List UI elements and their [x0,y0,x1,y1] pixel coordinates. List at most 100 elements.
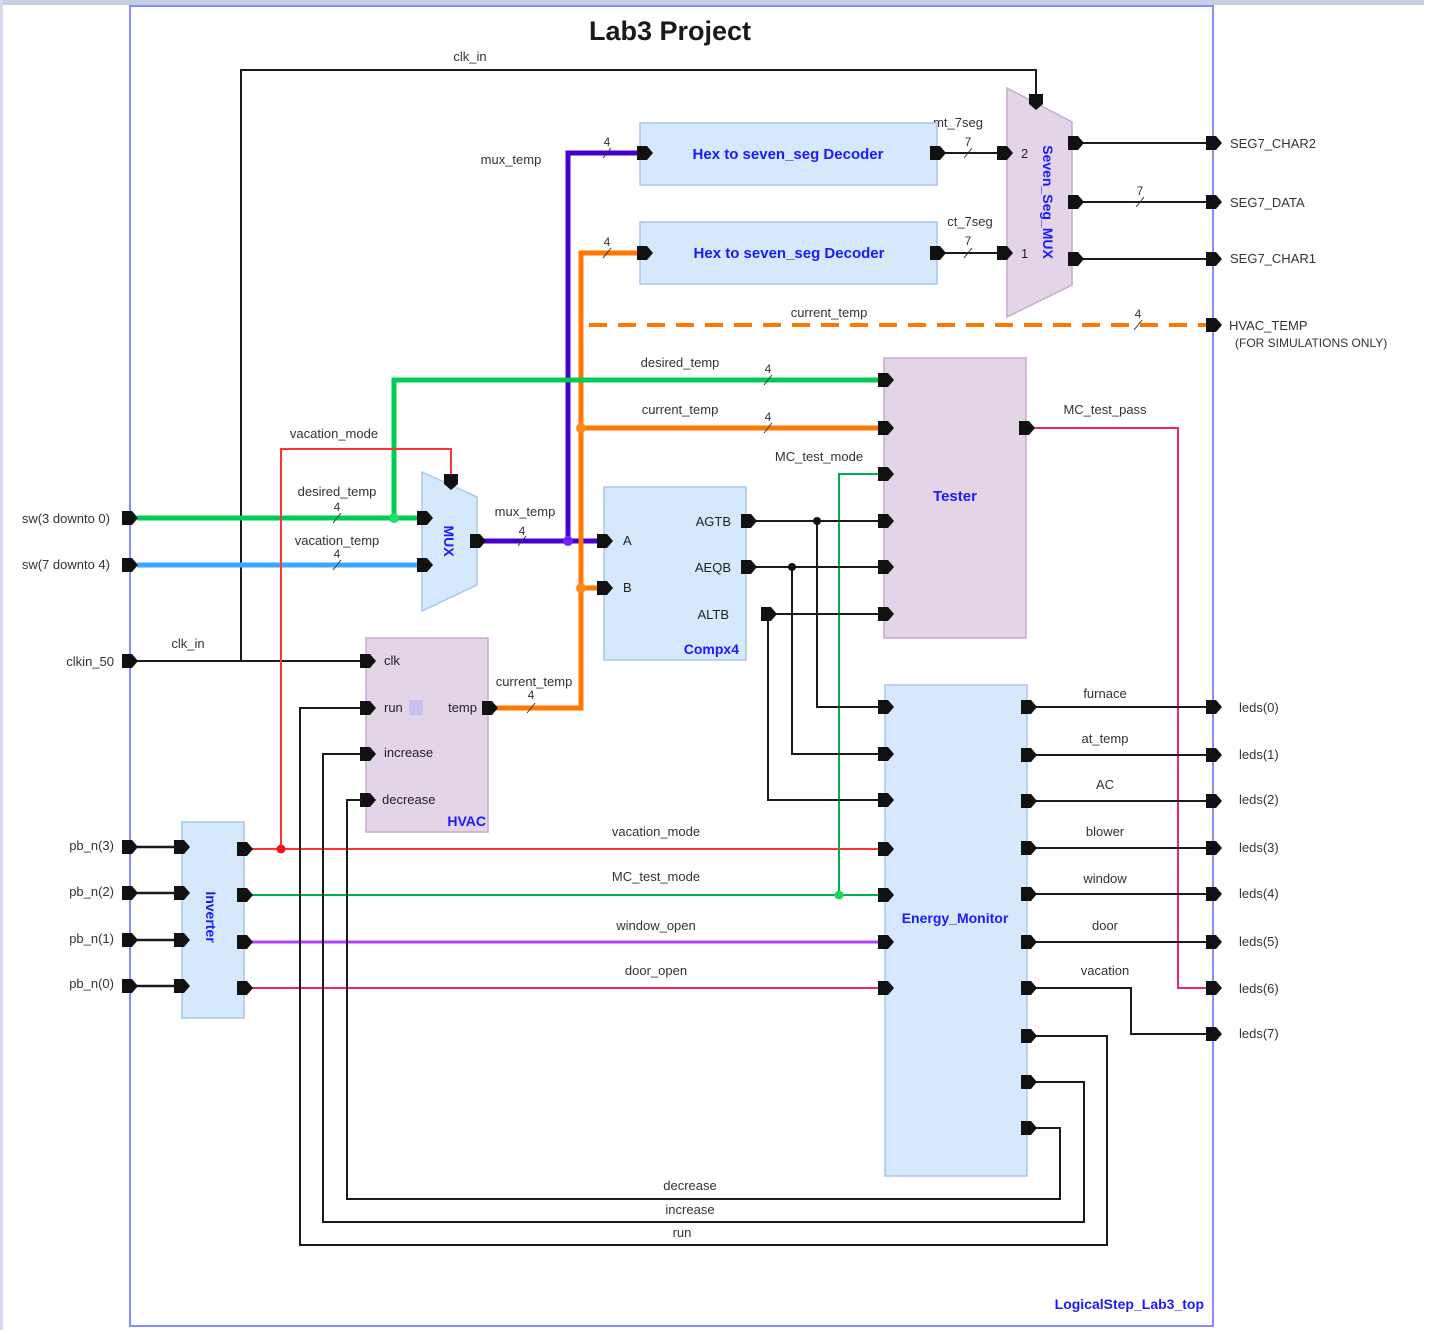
label-window: window [1082,871,1127,886]
decoder-top-label: Hex to seven_seg Decoder [693,146,884,163]
block-mux[interactable]: MUX [421,470,478,613]
junction-agtb [813,517,821,525]
svg-text:4: 4 [528,688,535,702]
seg-mux-port-2: 2 [1021,146,1028,161]
output-led-1: leds(1) [1239,747,1279,762]
label-window-open: window_open [615,918,696,933]
bus-width-ticks [332,147,1145,714]
wire-desired-temp [137,377,882,521]
wire-led-outputs [1034,706,1208,1035]
hvac-port-increase: increase [384,745,433,760]
output-seg7-data: SEG7_DATA [1230,195,1305,210]
junction-current-temp-tester [576,423,586,433]
output-hvac-temp-note: (FOR SIMULATIONS ONLY) [1235,336,1387,350]
label-current-temp-tester: current_temp [642,402,719,417]
junction-mc-test-mode [834,890,844,900]
label-mux-temp-top: mux_temp [481,152,542,167]
input-pb-0: pb_n(0) [69,976,114,991]
compx4-port-a: A [623,533,632,548]
label-current-temp-dashed: current_temp [791,305,868,320]
compx4-port-altb: ALTB [697,607,729,622]
wire-seg7-outputs [1080,142,1208,260]
junction-aeqb [788,563,796,571]
label-desired-temp-left: desired_temp [298,484,377,499]
window-top-strip [0,0,1424,5]
svg-text:4: 4 [604,135,611,149]
seven-seg-mux-label: Seven_Seg_MUX [1040,145,1056,259]
mux-label: MUX [441,525,457,557]
input-pb-1: pb_n(1) [69,931,114,946]
output-hvac-temp: HVAC_TEMP [1229,318,1308,333]
block-energy-monitor[interactable]: Energy_Monitor [884,684,1028,1177]
label-decrease: decrease [663,1178,716,1193]
compx4-port-agtb: AGTB [696,514,731,529]
label-vacation-mode-top: vacation_mode [290,426,378,441]
wire-mux-temp [484,150,642,544]
compx4-port-b: B [623,580,632,595]
wire-clk-in [137,69,1037,662]
wire-hvac-controls [299,707,1108,1246]
label-door-open: door_open [625,963,687,978]
label-ct-7seg: ct_7seg [947,214,993,229]
hvac-run-indicator [409,700,423,715]
junction-current-temp-compx4 [576,583,586,593]
diagram-title: Lab3 Project [589,16,751,46]
svg-text:4: 4 [334,547,341,561]
output-led-6: leds(6) [1239,981,1279,996]
label-clk-in-top: clk_in [453,49,486,64]
svg-text:4: 4 [519,524,526,538]
input-sw-low: sw(3 downto 0) [22,511,110,526]
svg-text:7: 7 [1137,184,1144,198]
label-furnace: furnace [1083,686,1126,701]
bus-width-labels: 4 4 7 7 7 4 4 4 4 4 4 4 [334,135,1144,702]
junction-vacation-mode [276,844,286,854]
block-decoder-top[interactable]: Hex to seven_seg Decoder [639,122,938,186]
block-hvac[interactable]: HVAC clk run increase decrease temp [365,637,489,833]
label-current-temp-hvac: current_temp [496,674,573,689]
wire-pb-inputs [137,845,178,988]
hvac-port-run: run [384,700,403,715]
label-mc-test-mode-bottom: MC_test_mode [612,869,700,884]
wire-7seg-inputs [945,152,1002,254]
label-increase: increase [665,1202,714,1217]
seg-mux-port-1: 1 [1021,246,1028,261]
label-clk-in-left: clk_in [171,636,204,651]
input-sw-high: sw(7 downto 4) [22,557,110,572]
output-led-0: leds(0) [1239,700,1279,715]
svg-text:4: 4 [604,235,611,249]
svg-text:7: 7 [965,135,972,149]
junction-desired-temp [389,513,399,523]
wire-vacation-mode [250,448,882,850]
input-pb-2: pb_n(2) [69,884,114,899]
output-seg7-char2: SEG7_CHAR2 [1230,136,1316,151]
label-ac: AC [1096,777,1114,792]
label-blower: blower [1086,824,1125,839]
block-decoder-bottom[interactable]: Hex to seven_seg Decoder [639,221,938,285]
output-led-4: leds(4) [1239,886,1279,901]
hvac-port-temp: temp [448,700,477,715]
svg-text:4: 4 [1135,307,1142,321]
block-seven-seg-mux[interactable]: Seven_Seg_MUX 2 1 [1006,86,1073,319]
output-led-7: leds(7) [1239,1026,1279,1041]
input-clkin-50: clkin_50 [66,654,114,669]
label-desired-temp-top: desired_temp [641,355,720,370]
svg-text:4: 4 [334,500,341,514]
output-led-5: leds(5) [1239,934,1279,949]
hvac-port-decrease: decrease [382,792,435,807]
output-led-2: leds(2) [1239,792,1279,807]
decoder-bottom-label: Hex to seven_seg Decoder [694,245,885,262]
compx4-port-aeqb: AEQB [695,560,731,575]
label-at-temp: at_temp [1082,731,1129,746]
label-vacation-temp: vacation_temp [295,533,380,548]
block-tester[interactable]: Tester [883,357,1027,639]
block-compx4[interactable]: Compx4 A B AGTB AEQB ALTB [603,486,747,661]
input-pb-3: pb_n(3) [69,838,114,853]
block-inverter[interactable]: Inverter [181,821,245,1019]
output-seg7-char1: SEG7_CHAR1 [1230,251,1316,266]
svg-text:7: 7 [965,234,972,248]
output-led-3: leds(3) [1239,840,1279,855]
svg-text:4: 4 [765,362,772,376]
compx4-label: Compx4 [684,641,739,657]
label-run: run [673,1225,692,1240]
